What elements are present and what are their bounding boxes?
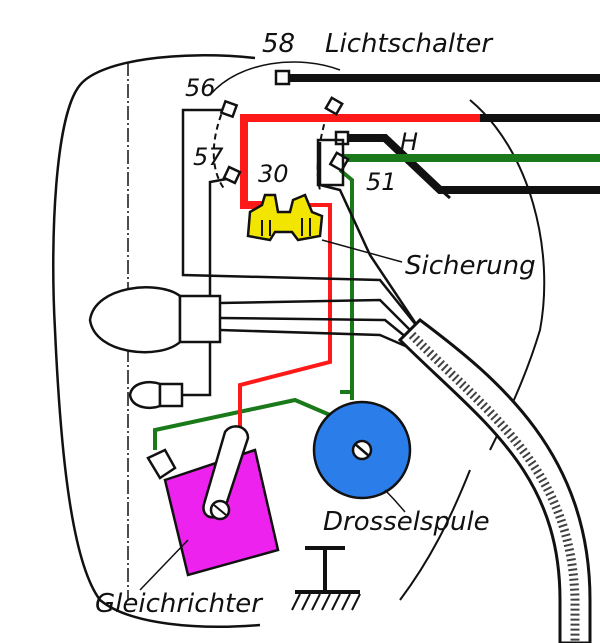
leader-gleichrichter [139,539,189,591]
cable-sheath-texture [408,331,580,643]
wire-red-main [240,114,480,209]
switch-h-bracket [316,138,345,187]
terminal-57 [222,165,242,185]
label-drosselspule: Drosselspule [323,507,490,537]
wire-bulb-1 [219,298,416,336]
wire-green-rectifier [153,397,331,450]
wire-green-down [338,168,354,394]
ground-symbol [291,546,361,611]
wire-red-fuse-down [238,203,332,428]
parking-bulb [128,380,184,410]
wire-bulb-3 [219,328,411,350]
terminal-58 [274,69,291,86]
label-lichtschalter: Lichtschalter [325,29,494,59]
wire-57-black [183,176,233,397]
wire-bulb-2 [219,316,413,343]
switch-housing-curve [209,61,341,96]
fuse [246,193,324,242]
terminal-h-top [324,96,344,116]
label-51: 51 [366,168,397,196]
wire-h-down [318,142,422,331]
label-30: 30 [258,160,289,188]
label-sicherung: Sicherung [405,251,536,281]
switch-terminal-dashed [212,104,226,191]
rectifier [146,425,280,577]
terminal-56 [219,99,239,119]
leader-sicherung [321,239,403,263]
headlamp-housing-lower-curve [399,469,471,601]
label-57: 57 [193,143,224,171]
wire-56-black [181,108,421,331]
label-h: H [400,128,418,156]
choke-coil [312,400,412,500]
leader-drosselspule [384,489,406,513]
headlamp-housing-outline [52,54,261,628]
label-gleichrichter: Gleichrichter [95,589,264,619]
label-58: 58 [262,29,295,59]
main-bulb [88,286,222,354]
label-56: 56 [185,74,216,102]
cable-sheath [397,318,592,643]
